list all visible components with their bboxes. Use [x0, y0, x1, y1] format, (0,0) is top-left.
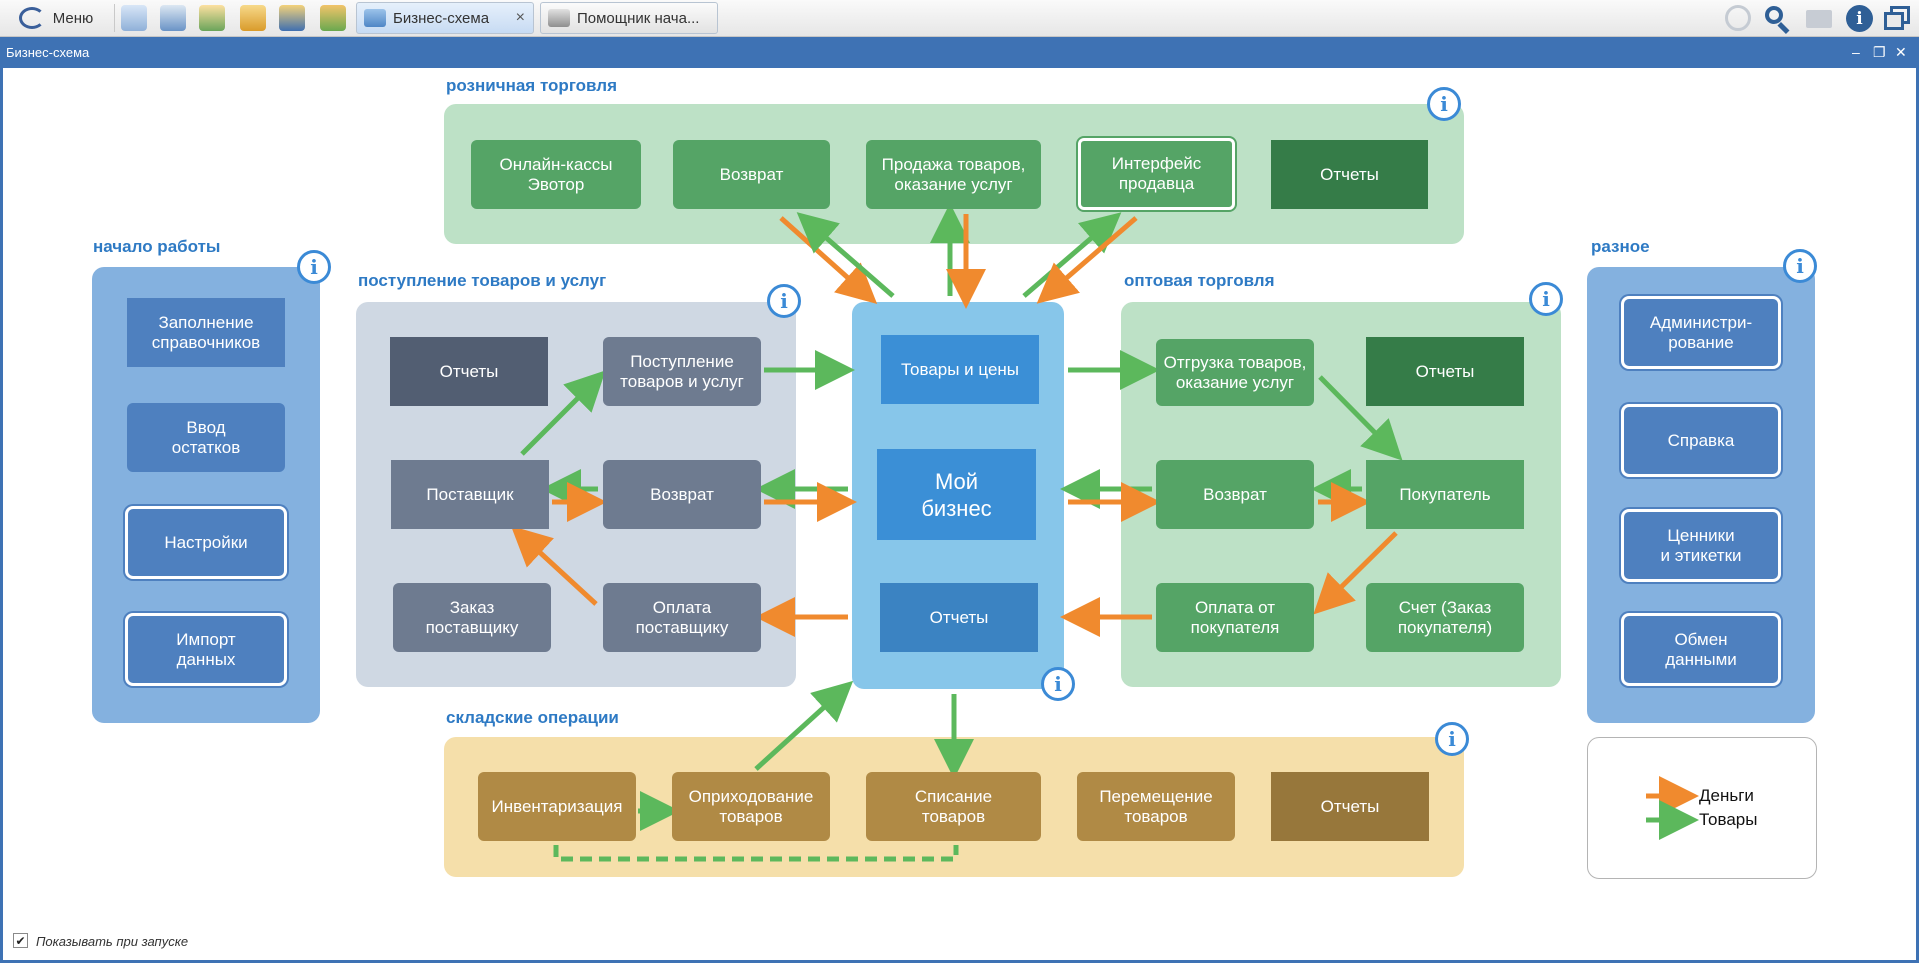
retail-reports-button[interactable]: Отчеты: [1271, 140, 1428, 209]
assistant-icon: [548, 9, 570, 27]
warehouse-title: складские операции: [446, 708, 619, 727]
retail-info-icon[interactable]: i: [1427, 87, 1461, 121]
tab-start-assistant[interactable]: Помощник нача...: [540, 2, 718, 34]
arrow-money: [510, 525, 598, 606]
settings-button[interactable]: Настройки: [125, 506, 287, 579]
business-reports-button[interactable]: Отчеты: [880, 583, 1038, 652]
center-info-icon[interactable]: i: [1041, 667, 1075, 701]
goods-posting-button[interactable]: Оприходование товаров: [672, 772, 830, 841]
my-business-button[interactable]: Мой бизнес: [877, 449, 1036, 540]
tab-label: Бизнес-схема: [393, 9, 490, 27]
window-titlebar: Бизнес-схема – ❐ ✕: [0, 37, 1919, 68]
start-info-icon[interactable]: i: [297, 250, 331, 284]
arrow-goods-dashed: [553, 845, 959, 862]
online-cash-registers-button[interactable]: Онлайн-кассы Эвотор: [471, 140, 641, 209]
start-title: начало работы: [93, 237, 221, 256]
customer-button[interactable]: Покупатель: [1366, 460, 1524, 529]
window-frame: [0, 68, 1919, 963]
purchase-info-icon[interactable]: i: [767, 284, 801, 318]
refresh-icon[interactable]: [1725, 5, 1751, 31]
arrow-goods: [796, 212, 895, 298]
purchase-title: поступление товаров и услуг: [358, 271, 607, 290]
wholesale-title: оптовая торговля: [1124, 271, 1275, 290]
enter-balances-button[interactable]: Ввод остатков: [127, 403, 285, 472]
wholesale-reports-button[interactable]: Отчеты: [1366, 337, 1524, 406]
info-icon[interactable]: i: [1846, 5, 1873, 32]
close-icon[interactable]: ✕: [1895, 44, 1907, 60]
directory-icon[interactable]: [121, 5, 147, 31]
price-tags-button[interactable]: Ценники и этикетки: [1621, 509, 1781, 582]
import-data-button[interactable]: Импорт данных: [125, 613, 287, 686]
fill-directories-button[interactable]: Заполнение справочников: [127, 298, 285, 367]
customer-payment-button[interactable]: Оплата от покупателя: [1156, 583, 1314, 652]
tab-label: Помощник нача...: [577, 9, 700, 27]
clipboard-icon[interactable]: [240, 5, 266, 31]
misc-title: разное: [1591, 237, 1650, 256]
restore-icon[interactable]: ❐: [1873, 44, 1886, 60]
scheme-icon: [364, 9, 386, 27]
windows-icon[interactable]: [1884, 6, 1912, 32]
misc-info-icon[interactable]: i: [1783, 249, 1817, 283]
package-icon[interactable]: [320, 5, 346, 31]
arrow-money: [1313, 531, 1398, 615]
documents-icon[interactable]: [160, 5, 186, 31]
mail-icon[interactable]: [1806, 10, 1832, 28]
legend-money-label: Деньги: [1699, 786, 1754, 805]
tab-business-scheme[interactable]: Бизнес-схема ×: [356, 2, 534, 34]
arrow-goods: [1022, 212, 1122, 298]
arrow-money: [1036, 216, 1138, 304]
goods-writeoff-button[interactable]: Списание товаров: [866, 772, 1041, 841]
customer-invoice-button[interactable]: Счет (Заказ покупателя): [1366, 583, 1524, 652]
users-icon[interactable]: [199, 5, 225, 31]
inventory-button[interactable]: Инвентаризация: [478, 772, 636, 841]
arrow-money: [779, 216, 878, 304]
supplier-order-button[interactable]: Заказ поставщику: [393, 583, 551, 652]
warehouse-reports-button[interactable]: Отчеты: [1271, 772, 1429, 841]
arrow-goods: [520, 370, 606, 456]
help-button[interactable]: Справка: [1621, 404, 1781, 477]
supplier-payment-button[interactable]: Оплата поставщику: [603, 583, 761, 652]
goods-and-prices-button[interactable]: Товары и цены: [881, 335, 1039, 404]
shipment-button[interactable]: Отгрузка товаров, оказание услуг: [1156, 339, 1314, 406]
reports-icon[interactable]: [279, 5, 305, 31]
search-icon[interactable]: [1763, 4, 1793, 35]
menu-button[interactable]: Меню: [12, 3, 100, 33]
wholesale-info-icon[interactable]: i: [1529, 282, 1563, 316]
window-title: Бизнес-схема: [6, 45, 90, 60]
retail-return-button[interactable]: Возврат: [673, 140, 830, 209]
retail-sales-button[interactable]: Продажа товаров, оказание услуг: [866, 140, 1041, 209]
minimize-icon[interactable]: –: [1852, 44, 1860, 60]
seller-interface-button[interactable]: Интерфейс продавца: [1078, 138, 1235, 210]
close-icon[interactable]: ×: [515, 9, 525, 26]
arrow-goods: [754, 680, 854, 771]
supplier-button[interactable]: Поставщик: [391, 460, 549, 529]
purchase-reports-button[interactable]: Отчеты: [390, 337, 548, 406]
menu-label: Меню: [52, 9, 94, 27]
top-toolbar: Меню Бизнес-схема × Помощник нача... i: [0, 0, 1919, 37]
warehouse-info-icon[interactable]: i: [1435, 722, 1469, 756]
app-logo-icon: [18, 7, 45, 29]
show-on-start-checkbox[interactable]: ✔: [13, 933, 28, 948]
show-on-start-label: Показывать при запуске: [36, 934, 189, 949]
customer-return-button[interactable]: Возврат: [1156, 460, 1314, 529]
data-exchange-button[interactable]: Обмен данными: [1621, 613, 1781, 686]
supplier-return-button[interactable]: Возврат: [603, 460, 761, 529]
legend-panel: [1587, 737, 1817, 879]
legend-goods-label: Товары: [1699, 810, 1758, 829]
administration-button[interactable]: Администри- рование: [1621, 296, 1781, 369]
goods-transfer-button[interactable]: Перемещение товаров: [1077, 772, 1235, 841]
arrow-goods: [1318, 375, 1403, 461]
retail-title: розничная торговля: [446, 76, 618, 95]
goods-receipt-button[interactable]: Поступление товаров и услуг: [603, 337, 761, 406]
